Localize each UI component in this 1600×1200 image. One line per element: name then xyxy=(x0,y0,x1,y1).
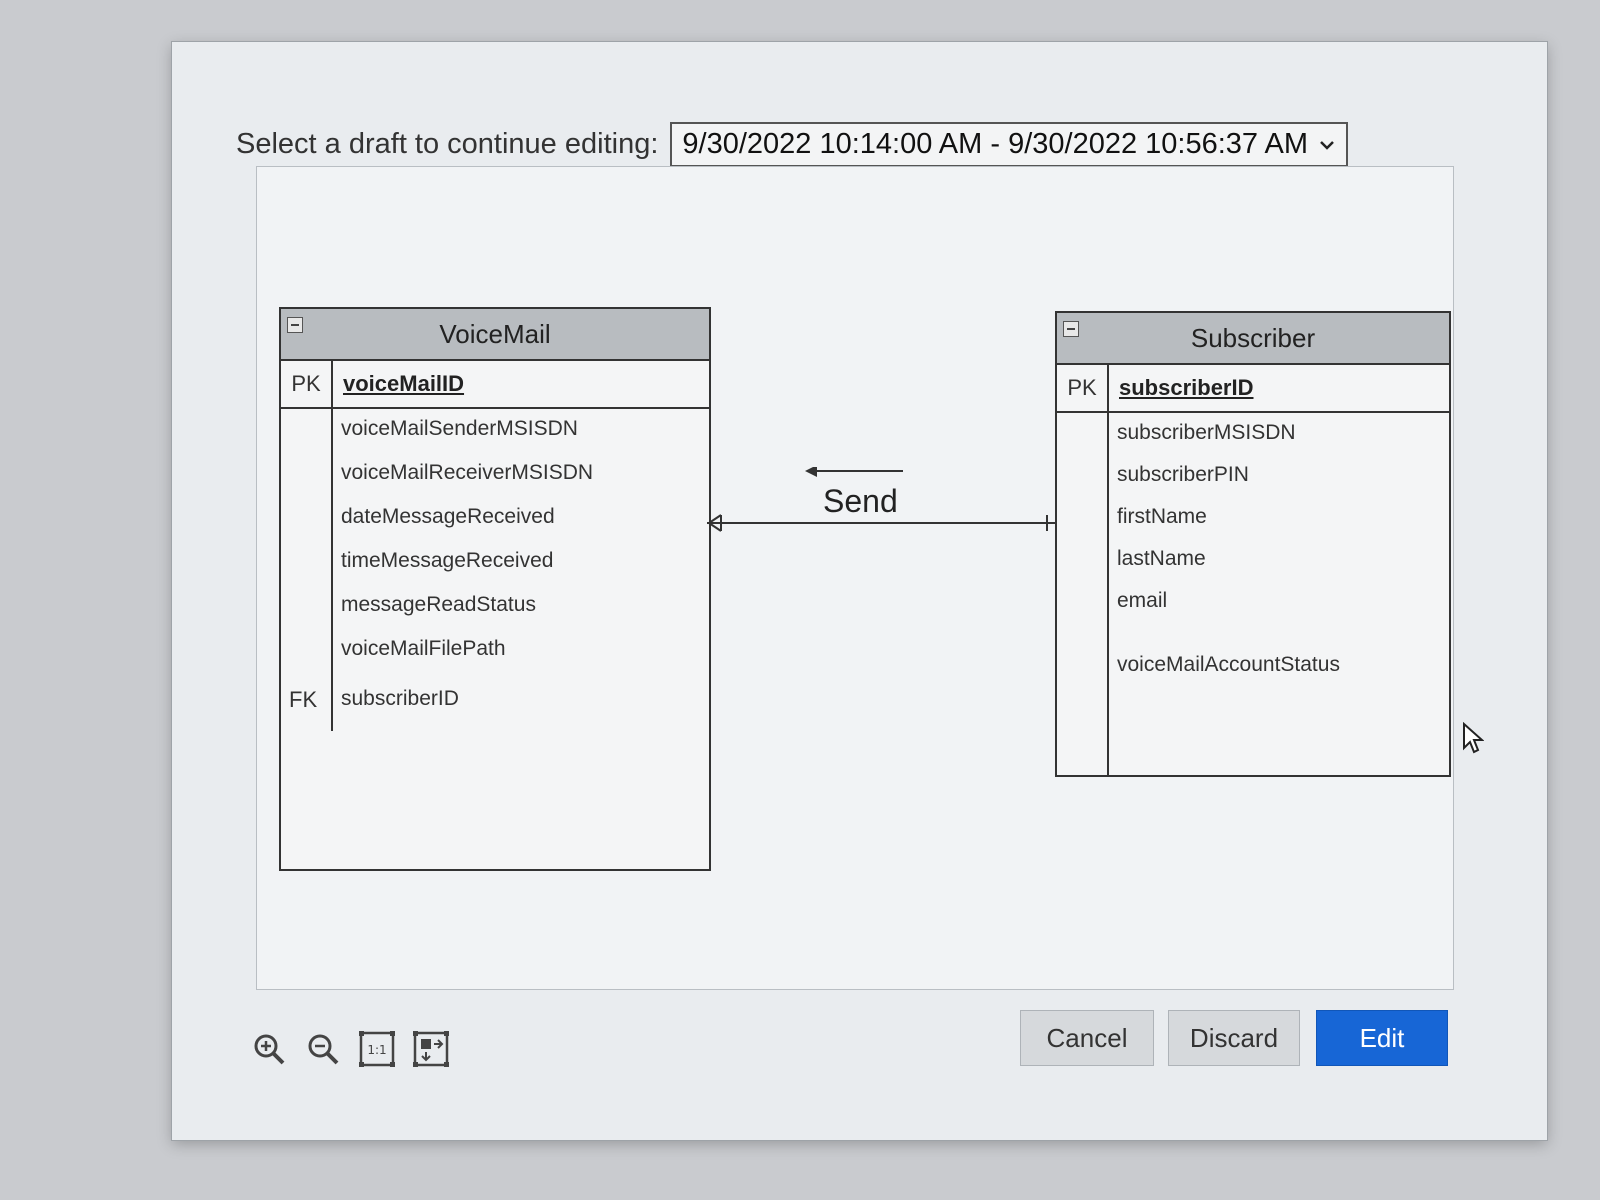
fk-label: FK xyxy=(289,687,318,712)
entity-subscriber-title: Subscriber xyxy=(1190,322,1316,353)
entity-subscriber[interactable]: Subscriber PK subscriberID subscriberMSI… xyxy=(1055,311,1451,777)
attribute[interactable]: voiceMailFilePath xyxy=(341,637,506,660)
cancel-button[interactable]: Cancel xyxy=(1020,1010,1154,1066)
chevron-down-icon xyxy=(1320,140,1334,150)
collapse-icon[interactable] xyxy=(1063,321,1079,337)
svg-text:1:1: 1:1 xyxy=(367,1043,386,1057)
relationship-send-line[interactable] xyxy=(707,467,1057,547)
draft-dialog: Select a draft to continue editing: 9/30… xyxy=(172,42,1547,1140)
edit-button[interactable]: Edit xyxy=(1316,1010,1448,1066)
entity-subscriber-attributes: subscriberMSISDN subscriberPIN firstName… xyxy=(1057,413,1449,775)
discard-button[interactable]: Discard xyxy=(1168,1010,1300,1066)
pk-label: PK xyxy=(281,361,333,407)
entity-voicemail-pk-row[interactable]: PK voiceMailID xyxy=(281,361,709,409)
attribute[interactable]: email xyxy=(1117,589,1168,612)
attribute[interactable]: voiceMailReceiverMSISDN xyxy=(341,461,594,484)
collapse-icon[interactable] xyxy=(287,317,303,333)
attribute[interactable]: lastName xyxy=(1117,547,1206,570)
attribute[interactable]: firstName xyxy=(1117,505,1207,528)
attribute[interactable]: subscriberPIN xyxy=(1117,463,1249,486)
draft-selector-row: Select a draft to continue editing: 9/30… xyxy=(236,122,1348,167)
attribute[interactable]: messageReadStatus xyxy=(341,593,536,616)
entity-voicemail-header[interactable]: VoiceMail xyxy=(281,309,709,361)
diagram-canvas[interactable]: VoiceMail PK voiceMailID voiceMailSender… xyxy=(256,166,1454,990)
relationship-label[interactable]: Send xyxy=(823,483,898,519)
attribute[interactable]: voiceMailAccountStatus xyxy=(1117,653,1340,676)
zoom-toolbar: 1:1 xyxy=(250,1030,450,1068)
draft-select-value: 9/30/2022 10:14:00 AM - 9/30/2022 10:56:… xyxy=(682,128,1308,160)
zoom-out-icon[interactable] xyxy=(304,1030,342,1068)
entity-voicemail[interactable]: VoiceMail PK voiceMailID voiceMailSender… xyxy=(279,307,711,871)
pk-label: PK xyxy=(1057,365,1109,411)
entity-subscriber-pk-row[interactable]: PK subscriberID xyxy=(1057,365,1449,413)
pk-field: subscriberID xyxy=(1119,375,1254,400)
fk-field[interactable]: subscriberID xyxy=(341,687,459,710)
attribute[interactable]: dateMessageReceived xyxy=(341,505,555,528)
attribute[interactable]: subscriberMSISDN xyxy=(1117,421,1296,444)
draft-label: Select a draft to continue editing: xyxy=(236,128,659,160)
mouse-cursor-icon xyxy=(1463,722,1484,754)
draft-select[interactable]: 9/30/2022 10:14:00 AM - 9/30/2022 10:56:… xyxy=(670,122,1348,167)
attribute[interactable]: timeMessageReceived xyxy=(341,549,554,572)
actual-size-icon[interactable]: 1:1 xyxy=(358,1030,396,1068)
entity-voicemail-attributes: voiceMailSenderMSISDN voiceMailReceiverM… xyxy=(281,409,709,865)
zoom-in-icon[interactable] xyxy=(250,1030,288,1068)
attribute[interactable]: voiceMailSenderMSISDN xyxy=(341,417,578,440)
fit-to-window-icon[interactable] xyxy=(412,1030,450,1068)
entity-voicemail-title: VoiceMail xyxy=(439,318,551,349)
entity-subscriber-header[interactable]: Subscriber xyxy=(1057,313,1449,365)
key-column-divider xyxy=(331,409,333,731)
key-column-divider xyxy=(1107,413,1109,775)
pk-field: voiceMailID xyxy=(343,371,465,396)
